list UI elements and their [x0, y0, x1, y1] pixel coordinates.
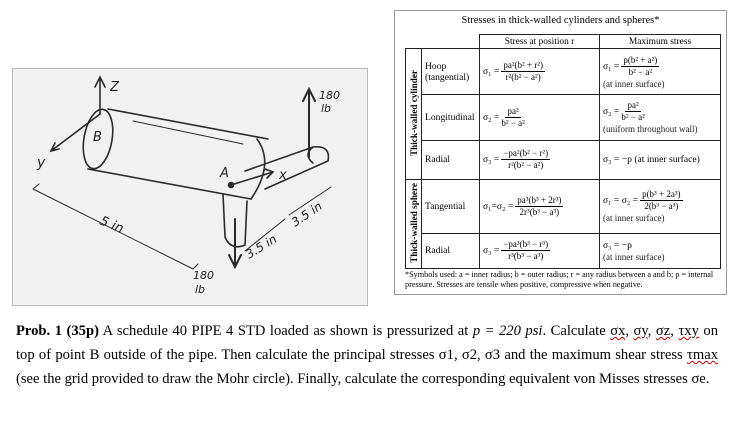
separator: , [625, 323, 634, 339]
formula-lhs: σ₂ = [603, 106, 620, 118]
formula-numerator: pa²(b² + r²) [501, 60, 545, 73]
table-row: Thick-walled sphere Tangential σ₁=σ₂ =pa… [405, 178, 721, 270]
formula-denominator: b² − a² [621, 112, 645, 123]
group-cylinder-label: Thick-walled cylinder [408, 69, 419, 156]
formula-note: (at inner surface) [603, 78, 665, 89]
formula-numerator: p(b² + a²) [621, 54, 660, 67]
force-up-arrow [302, 86, 316, 158]
formula-lhs: σ₁ = σ₂ = [603, 195, 639, 207]
row-label: Longitudinal [421, 94, 480, 141]
stress-formula-table-box: Stresses in thick-walled cylinders and s… [394, 10, 727, 295]
dimension-arm-left-label: 3.5 in [243, 232, 279, 262]
formula-lhs: σ₁ = [483, 66, 500, 78]
row-label: Radial [421, 232, 480, 270]
header-maximum: Maximum stress [599, 33, 721, 50]
formula-denominator: 2(b³ − a³) [644, 201, 679, 212]
tau-xy: τxy [678, 323, 699, 339]
table-row: Radial σ₃ =−pa³(b³ − r³)r³(b³ − a³) σ₃ =… [406, 232, 721, 270]
table-row: Radial σ₃ =−pa²(b² − r²)r²(b² − a²) σ₃ =… [406, 139, 721, 180]
problem-text: A schedule 40 PIPE 4 STD loaded as shown… [98, 323, 473, 339]
top-arm [244, 145, 330, 190]
formula-numerator: p(b³ + 2a³) [640, 189, 683, 202]
pressure-value: p = 220 psi [472, 323, 543, 339]
y-axis-label: y [36, 155, 46, 171]
formula-denominator: r²(b² − a²) [505, 72, 541, 83]
bottom-arm [222, 193, 248, 248]
formula-denominator: 2r³(b³ − a³) [519, 206, 560, 217]
pipe-drawing: Z y x B A 180 lb 180 lb 5 in 3.5 in 3.5 … [32, 75, 340, 296]
y-axis-arrow [49, 113, 101, 153]
point-b-label: B [93, 130, 102, 145]
formula-denominator: r²(b² − a²) [508, 160, 544, 171]
table-title: Stresses in thick-walled cylinders and s… [461, 15, 660, 26]
row-label: Hoop (tangential) [421, 48, 480, 96]
force-bottom-unit: lb [195, 283, 205, 296]
formula-lhs: σ₃ = [483, 154, 500, 166]
problem-label: Prob. 1 (35p) [16, 323, 99, 339]
problem-statement: Prob. 1 (35p) A schedule 40 PIPE 4 STD l… [16, 319, 718, 391]
tau-max: τmax [687, 347, 718, 363]
x-axis-label: x [278, 168, 287, 183]
formula-numerator: −pa²(b² − r²) [501, 148, 551, 161]
formula-denominator: b² − a² [501, 117, 525, 128]
formula-lhs: σ₁=σ₂ = [483, 200, 514, 212]
problem-text: on top of point B outside of the pipe. T… [16, 323, 719, 363]
sigma-x: σx [610, 323, 626, 339]
z-axis-arrow [94, 75, 106, 115]
sigma-z: σz [655, 323, 671, 339]
table-row: Thick-walled cylinder Hoop (tangential) … [405, 48, 721, 180]
formula-numerator: pa² [625, 100, 641, 113]
formula-lhs: σ₁ = [603, 60, 620, 72]
formula-max-text: σ₃ = −p (at inner surface) [603, 154, 700, 166]
formula-denominator: r³(b³ − a³) [508, 251, 544, 262]
group-sphere-label: Thick-walled sphere [408, 182, 419, 263]
problem-text: . Calculate [542, 323, 611, 339]
z-axis-label: Z [109, 80, 120, 95]
force-bottom-value: 180 [193, 269, 214, 282]
table-header-row: Stress at position r Maximum stress [405, 33, 721, 50]
problem-text: (see the grid provided to draw the Mohr … [16, 371, 710, 387]
table-footnote: *Symbols used: a = inner radius; b = out… [405, 270, 714, 289]
formula-note: (at inner surface) [603, 251, 665, 262]
formula-numerator: pa² [505, 105, 521, 118]
force-top-value: 180 [319, 89, 340, 102]
pipe-body [87, 108, 269, 200]
pipe-sketch: Z y x B A 180 lb 180 lb 5 in 3.5 in 3.5 … [12, 68, 368, 306]
force-down-arrow [228, 218, 242, 270]
sigma-y: σy [633, 323, 648, 339]
formula-denominator: b² − a² [628, 66, 653, 77]
dimension-5in [32, 183, 199, 270]
row-label: Radial [421, 139, 480, 180]
formula-note: (uniform throughout wall) [603, 124, 698, 135]
x-axis-arrow [230, 168, 275, 186]
formula-lhs: σ₂ = [483, 111, 500, 123]
separator: , [647, 323, 656, 339]
formula-lhs: σ₃ = [483, 245, 500, 257]
row-label: Tangential [421, 178, 480, 234]
pipe-end-b [82, 108, 114, 170]
separator: , [670, 323, 679, 339]
stress-formula-table: Stress at position r Maximum stress Thic… [405, 33, 721, 270]
formula-numerator: pa³(b³ + 2r³) [515, 194, 564, 207]
header-position: Stress at position r [479, 33, 600, 50]
force-top-unit: lb [321, 102, 331, 115]
formula-numerator: −pa³(b³ − r³) [501, 239, 551, 252]
point-a-label: A [219, 166, 229, 181]
formula-note: (at inner surface) [603, 213, 665, 224]
formula-max-text: σ₃ = −p [603, 239, 632, 251]
